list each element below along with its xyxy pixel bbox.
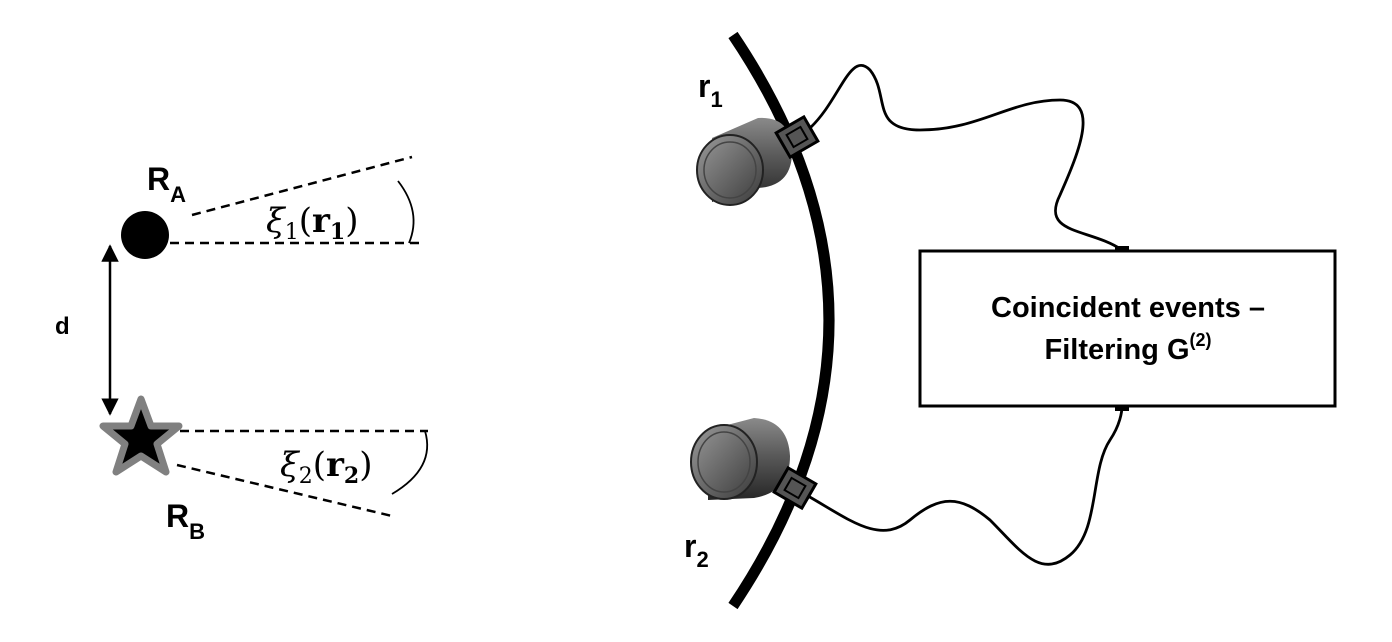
coincidence-filter-box: [918, 249, 1337, 408]
distance-label: d: [55, 313, 70, 340]
source-b-label: RB: [166, 498, 205, 544]
filter-box-order-superscript: (2): [1189, 330, 1212, 351]
detector-2-cable: [807, 405, 1124, 566]
source-b-lower-dashed-ray: [176, 463, 393, 518]
source-b-star-icon: [99, 395, 183, 476]
cable-2-connector: [1115, 405, 1129, 411]
source-a-dot: [121, 211, 169, 259]
xi2-phase-label: ξ2(r2): [280, 445, 373, 489]
detector-1-icon: [696, 114, 820, 206]
filter-box-line-2: Filtering G(2): [1045, 329, 1212, 371]
xi1-angle-arc: [397, 180, 415, 244]
xi2-angle-arc: [391, 430, 429, 495]
xi1-phase-label: ξ1(r1): [266, 201, 359, 245]
detector-1-label: r1: [698, 68, 723, 112]
detector-2-icon: [690, 418, 818, 511]
detector-2-label: r2: [684, 528, 709, 572]
source-a-upper-dashed-ray: [191, 155, 413, 217]
detector-1-cable: [809, 64, 1123, 252]
detection-screen-arc: [728, 31, 835, 610]
filter-box-line-1: Coincident events –: [991, 292, 1265, 324]
source-a-label: RA: [147, 161, 186, 207]
filter-box-caption: Coincident events – Filtering G(2): [922, 252, 1334, 406]
filter-box-line-2-text: Filtering G: [1044, 334, 1190, 366]
cable-1-connector: [1115, 246, 1129, 252]
